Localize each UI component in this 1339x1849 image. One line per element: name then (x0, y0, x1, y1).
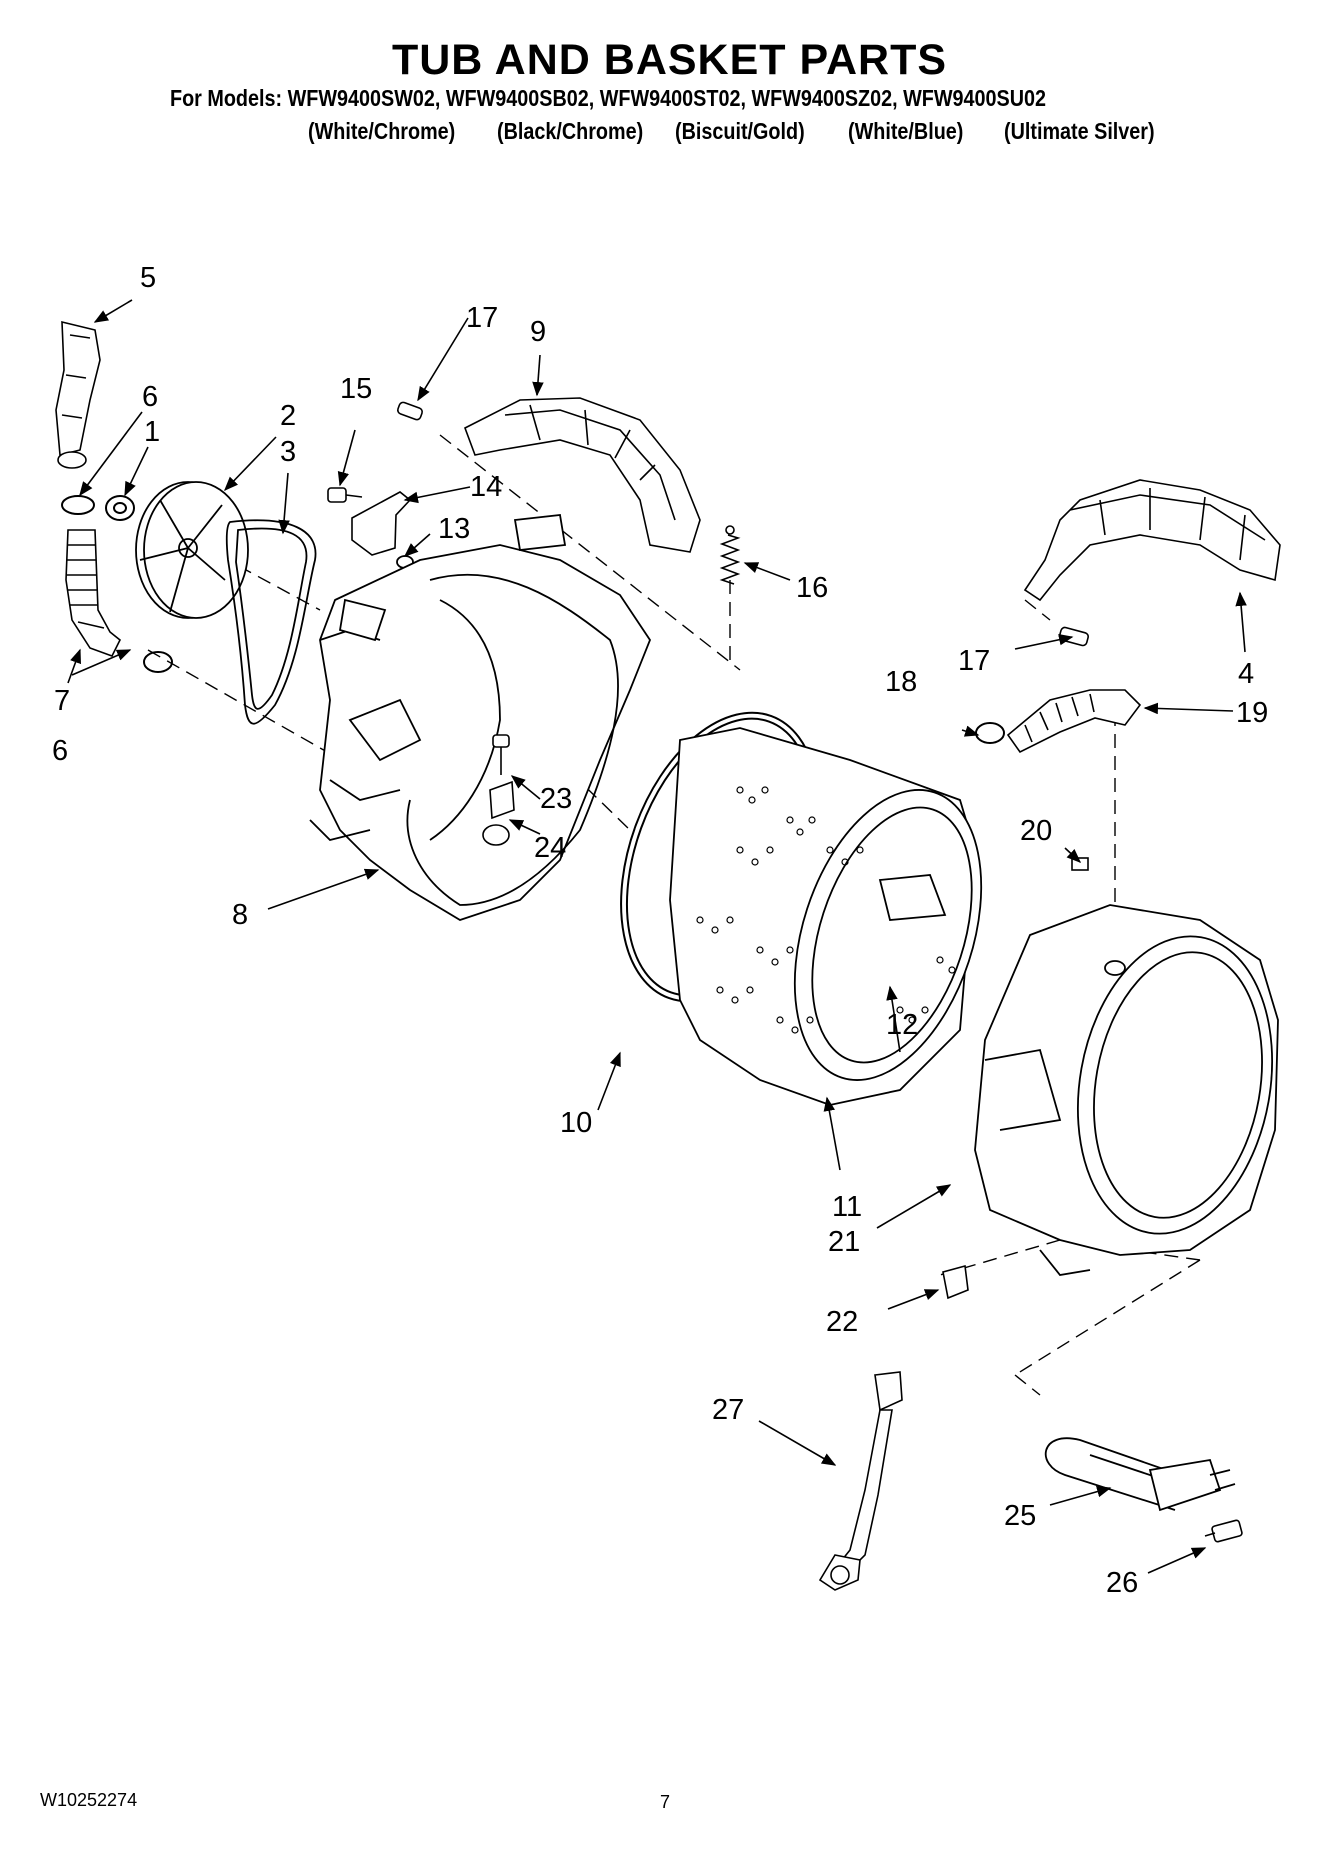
pulley-icon (135, 481, 249, 619)
page-number: 7 (660, 1792, 671, 1812)
wash-basket-icon (669, 727, 983, 1106)
callout-20: 20 (1020, 815, 1052, 847)
callout-labels: 5 6 1 2 3 17 9 15 14 13 16 17 4 18 19 20… (52, 262, 1268, 1599)
color-label-biscuit-gold: (Biscuit/Gold) (675, 118, 805, 144)
callout-7: 7 (54, 685, 70, 717)
callout-13: 13 (438, 513, 470, 545)
callout-12: 12 (886, 1009, 918, 1041)
hose-icon-right (1006, 689, 1142, 754)
counterweight-upper-icon (464, 397, 701, 553)
color-label-ultimate-silver: (Ultimate Silver) (1004, 118, 1155, 144)
page-title: TUB AND BASKET PARTS (391, 36, 948, 84)
spring-icon (719, 525, 741, 585)
hose-clamp-icon-right (975, 722, 1005, 744)
callout-1: 1 (144, 416, 160, 448)
basket-perforations (696, 786, 956, 1034)
callout-16: 16 (796, 572, 828, 604)
callout-14: 14 (470, 471, 502, 503)
color-label-white-blue: (White/Blue) (848, 118, 964, 144)
nut-icon (105, 495, 135, 521)
callout-17-lower: 17 (958, 645, 990, 677)
counterweight-bracket-icon (351, 491, 412, 556)
hose-top-icon (55, 320, 101, 469)
leader-arrows (67, 299, 1247, 1574)
callout-2: 2 (280, 400, 296, 432)
callout-21: 21 (828, 1226, 860, 1258)
mounting-bolt-icon (482, 734, 515, 846)
clip-icon (942, 1264, 969, 1300)
outer-tub-front-icon (974, 904, 1279, 1276)
callout-22: 22 (826, 1306, 858, 1338)
document-number: W10252274 (40, 1790, 138, 1810)
screw-icon-lower (1058, 626, 1089, 647)
callout-24: 24 (534, 832, 566, 864)
screw-icon (396, 401, 424, 421)
bolt-icon (327, 487, 363, 503)
callout-5: 5 (140, 262, 156, 294)
callout-15: 15 (340, 373, 372, 405)
color-label-black-chrome: (Black/Chrome) (497, 118, 644, 144)
damper-icon (818, 1371, 903, 1591)
callout-8: 8 (232, 899, 248, 931)
callout-18: 18 (885, 666, 917, 698)
callout-3: 3 (280, 436, 296, 468)
color-label-white-chrome: (White/Chrome) (308, 118, 456, 144)
models-line: For Models: WFW9400SW02, WFW9400SB02, WF… (170, 85, 1047, 111)
callout-11: 11 (832, 1191, 862, 1223)
callout-6-bottom: 6 (52, 735, 68, 767)
callout-26: 26 (1106, 1567, 1138, 1599)
pad-icon (1071, 857, 1089, 871)
outer-tub-rear-icon (309, 514, 652, 921)
callout-27: 27 (712, 1394, 744, 1426)
callout-6-top: 6 (142, 381, 158, 413)
callout-23: 23 (540, 783, 572, 815)
callout-4: 4 (1238, 658, 1254, 690)
callout-25: 25 (1004, 1500, 1036, 1532)
callout-19: 19 (1236, 697, 1268, 729)
hose-clamp-icon (61, 495, 173, 673)
callout-10: 10 (560, 1107, 592, 1139)
sensor-icon (1204, 1519, 1243, 1543)
counterweight-lower-icon (1023, 479, 1281, 602)
hose-icon (65, 529, 122, 657)
callout-17-top: 17 (466, 302, 498, 334)
callout-9: 9 (530, 316, 546, 348)
heater-element-icon (1044, 1437, 1236, 1512)
drive-belt-icon (225, 519, 317, 725)
